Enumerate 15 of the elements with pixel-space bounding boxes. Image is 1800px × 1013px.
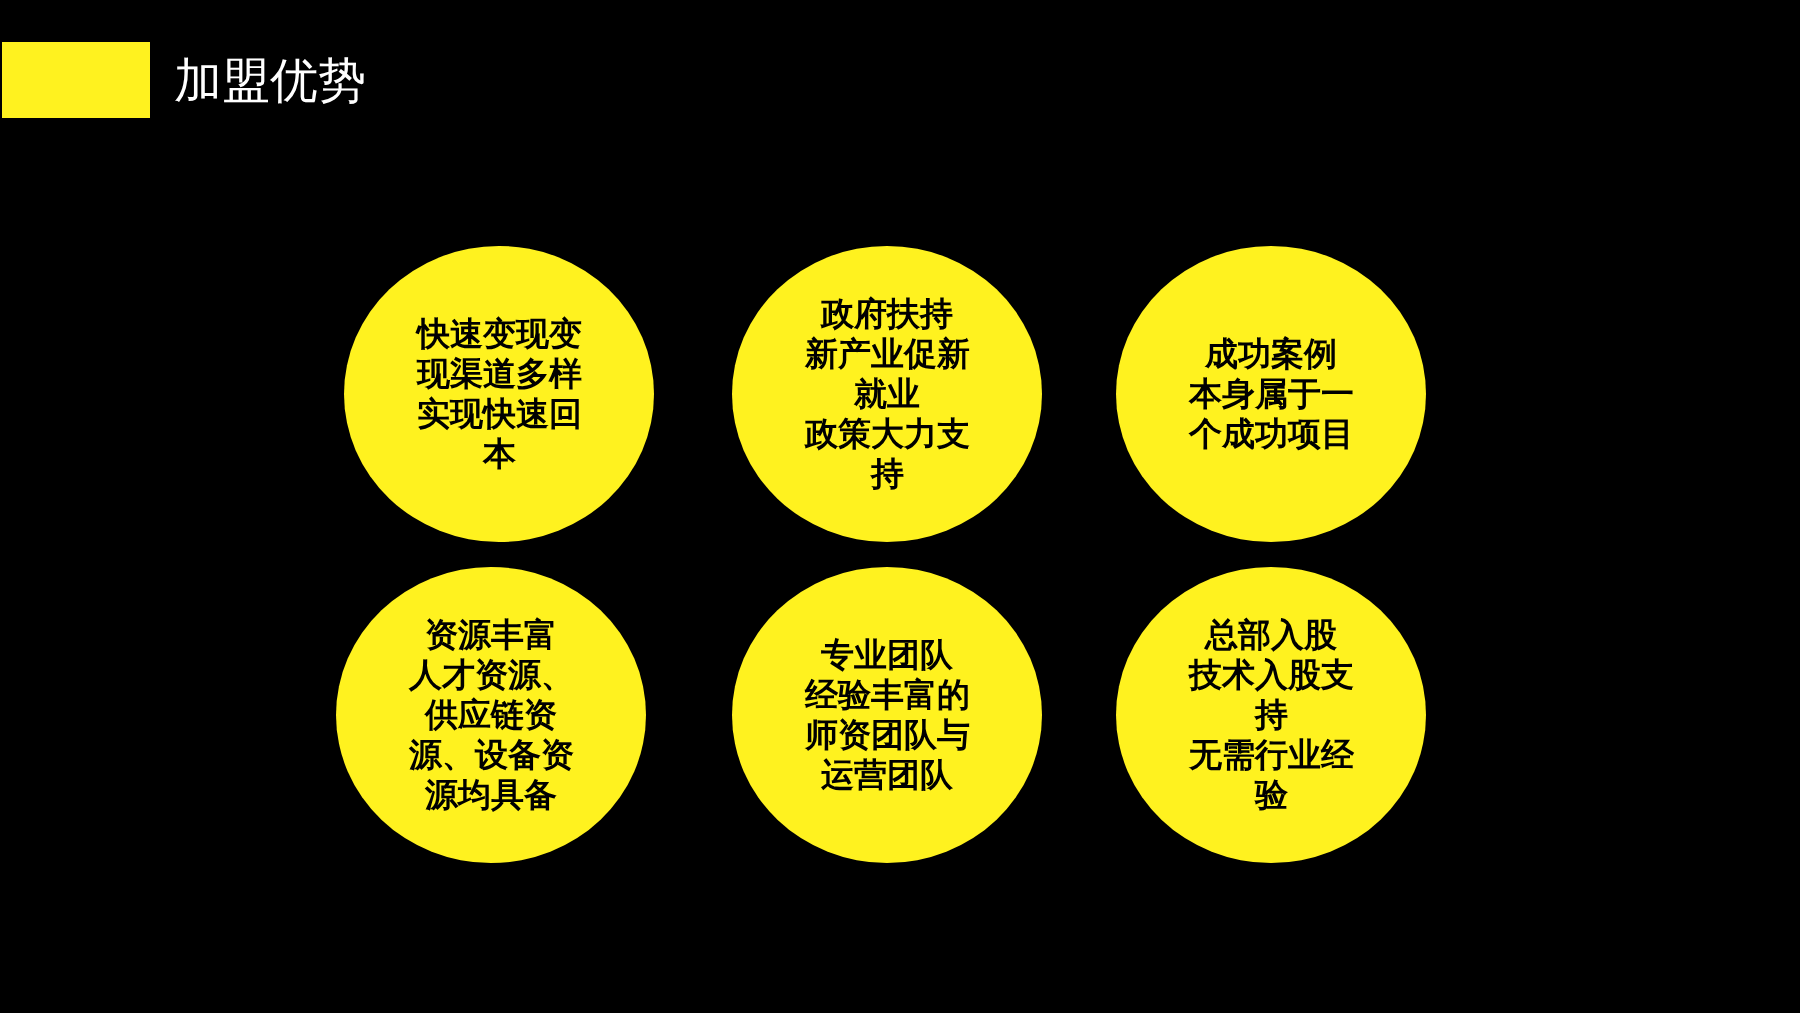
feature-text: 本身属于一个成功项目: [1187, 374, 1355, 454]
feature-text: 成功案例: [1204, 334, 1338, 374]
feature-text: 总部入股: [1203, 615, 1338, 655]
feature-text: 技术入股支持: [1187, 655, 1355, 735]
feature-text: 新产业促新就业: [803, 334, 971, 414]
feature-text: 快速变现变现渠道多样实现快速回本: [414, 314, 583, 474]
title-bar: [2, 42, 150, 118]
title: 加盟优势: [174, 52, 366, 108]
feature-text: 政策大力支持: [803, 414, 971, 494]
feature-text: 专业团队: [820, 635, 954, 675]
feature-text: 资源丰富: [424, 615, 558, 655]
feature-text: 无需行业经验: [1187, 735, 1355, 815]
feature-text: 经验丰富的师资团队与运营团队: [803, 675, 971, 795]
feature-text: 政府扶持: [819, 294, 954, 334]
feature-text: 人才资源、供应链资源、设备资源均具备: [407, 655, 575, 815]
